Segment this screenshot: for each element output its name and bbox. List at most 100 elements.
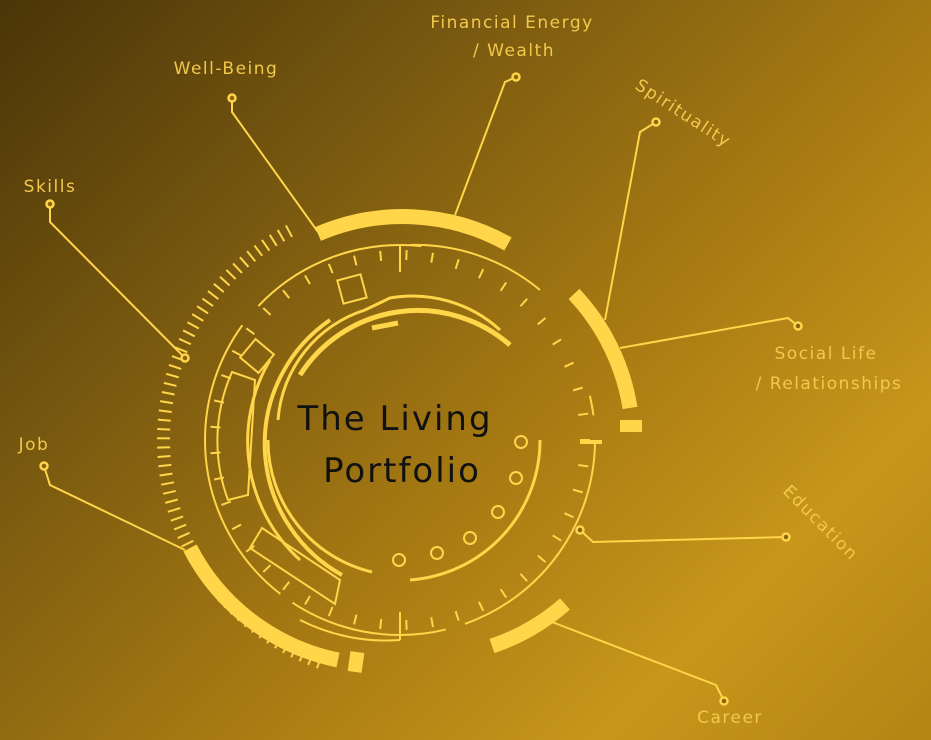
tick-mark bbox=[160, 481, 175, 486]
tick-mark bbox=[207, 290, 219, 300]
tick-mark bbox=[246, 250, 257, 262]
connector-education bbox=[579, 529, 787, 544]
ring-tick bbox=[537, 317, 547, 326]
ring-tick bbox=[353, 614, 358, 625]
top-bracket bbox=[409, 243, 541, 291]
connector-dot bbox=[719, 696, 729, 706]
ring-tick bbox=[572, 386, 583, 392]
title-line-2: Portfolio bbox=[323, 451, 481, 491]
tick-mark bbox=[268, 234, 278, 247]
right-small-block bbox=[620, 420, 642, 432]
inner-dash bbox=[371, 320, 399, 331]
ring-tick bbox=[327, 263, 334, 274]
label-job: Job bbox=[18, 435, 50, 455]
ring-tick bbox=[430, 617, 434, 628]
ring-tick bbox=[221, 500, 232, 506]
connector-career bbox=[551, 621, 725, 702]
connector-dot bbox=[180, 353, 190, 363]
ring-tick bbox=[353, 255, 358, 266]
ring-tick bbox=[519, 298, 528, 307]
ring-tick bbox=[519, 573, 528, 582]
ring-tick bbox=[282, 581, 290, 591]
tick-mark bbox=[196, 305, 209, 315]
bottom-left-box bbox=[248, 526, 342, 606]
tick-mark bbox=[165, 372, 179, 379]
bottom-bracket bbox=[299, 619, 401, 642]
connector-job bbox=[43, 465, 186, 551]
top-square bbox=[336, 273, 368, 305]
tick-mark bbox=[181, 539, 194, 548]
tick-mark bbox=[158, 409, 172, 413]
tick-mark bbox=[157, 427, 171, 431]
ring-tick bbox=[379, 250, 383, 262]
tick-mark bbox=[173, 523, 187, 531]
top-thick-segment bbox=[315, 209, 512, 251]
ring-tick bbox=[262, 307, 272, 316]
hud-rings bbox=[156, 209, 642, 673]
ring-tick bbox=[499, 281, 508, 292]
ring-tick bbox=[282, 289, 290, 299]
tick-mark bbox=[167, 507, 181, 513]
ring-tick bbox=[430, 252, 434, 263]
connector-social bbox=[619, 316, 799, 349]
small-circle bbox=[491, 505, 505, 519]
lower-left-thick-segment bbox=[183, 544, 340, 668]
ring-tick bbox=[454, 610, 460, 622]
ring-tick bbox=[564, 512, 574, 519]
label-skills: Skills bbox=[24, 177, 77, 197]
tick-mark bbox=[225, 269, 237, 280]
tick-mark bbox=[162, 489, 176, 495]
tick-mark bbox=[213, 283, 225, 293]
ring-tick bbox=[578, 412, 589, 416]
label-career: Career bbox=[697, 708, 763, 728]
tick-mark bbox=[232, 262, 243, 274]
small-circle bbox=[463, 531, 477, 545]
ring-tick bbox=[231, 523, 242, 531]
connector-dot bbox=[45, 199, 55, 209]
connector-dot bbox=[575, 525, 585, 535]
ring-tick bbox=[478, 601, 485, 612]
connector-dot bbox=[511, 72, 521, 82]
small-circle bbox=[430, 546, 444, 560]
tick-mark bbox=[161, 390, 175, 396]
tick-mark bbox=[182, 329, 196, 338]
label-spirituality: Spirituality bbox=[631, 75, 734, 152]
connectors bbox=[39, 72, 803, 706]
label-education: Education bbox=[778, 481, 862, 565]
left-box bbox=[216, 370, 257, 502]
small-circle bbox=[392, 553, 406, 567]
tick-mark bbox=[178, 337, 192, 346]
bottom-small-block bbox=[347, 651, 365, 673]
connector-dot bbox=[793, 321, 803, 331]
lower-right-thick-segment bbox=[489, 598, 570, 654]
label-well-being: Well-Being bbox=[174, 59, 279, 79]
tick-mark bbox=[158, 463, 172, 468]
label-relationships: / Relationships bbox=[756, 374, 903, 394]
tick-mark bbox=[253, 244, 264, 257]
tick-mark bbox=[261, 239, 271, 252]
connector-financial bbox=[454, 76, 517, 216]
right-thick-segment bbox=[568, 288, 638, 410]
tick-mark bbox=[157, 418, 171, 422]
connector-skills bbox=[49, 204, 186, 359]
ring-tick bbox=[552, 534, 562, 542]
tick-mark bbox=[163, 381, 177, 387]
inner-arc-left bbox=[262, 318, 343, 577]
tick-mark bbox=[219, 276, 231, 287]
tick-mark bbox=[285, 224, 293, 238]
ring-tick bbox=[327, 606, 334, 617]
inner-arc-bottom bbox=[266, 439, 373, 574]
ring-tick bbox=[304, 595, 311, 606]
ring-tick bbox=[262, 564, 272, 573]
tick-mark bbox=[159, 400, 174, 405]
tick-mark bbox=[201, 297, 214, 307]
tick-mark bbox=[239, 256, 250, 268]
ring-tick bbox=[578, 464, 589, 468]
small-circle bbox=[514, 435, 528, 449]
connector-dot bbox=[39, 461, 49, 471]
inner-arc-top bbox=[297, 308, 512, 377]
tick-mark bbox=[186, 321, 200, 330]
ring-tick bbox=[210, 451, 221, 455]
connector-spirituality bbox=[604, 121, 657, 321]
